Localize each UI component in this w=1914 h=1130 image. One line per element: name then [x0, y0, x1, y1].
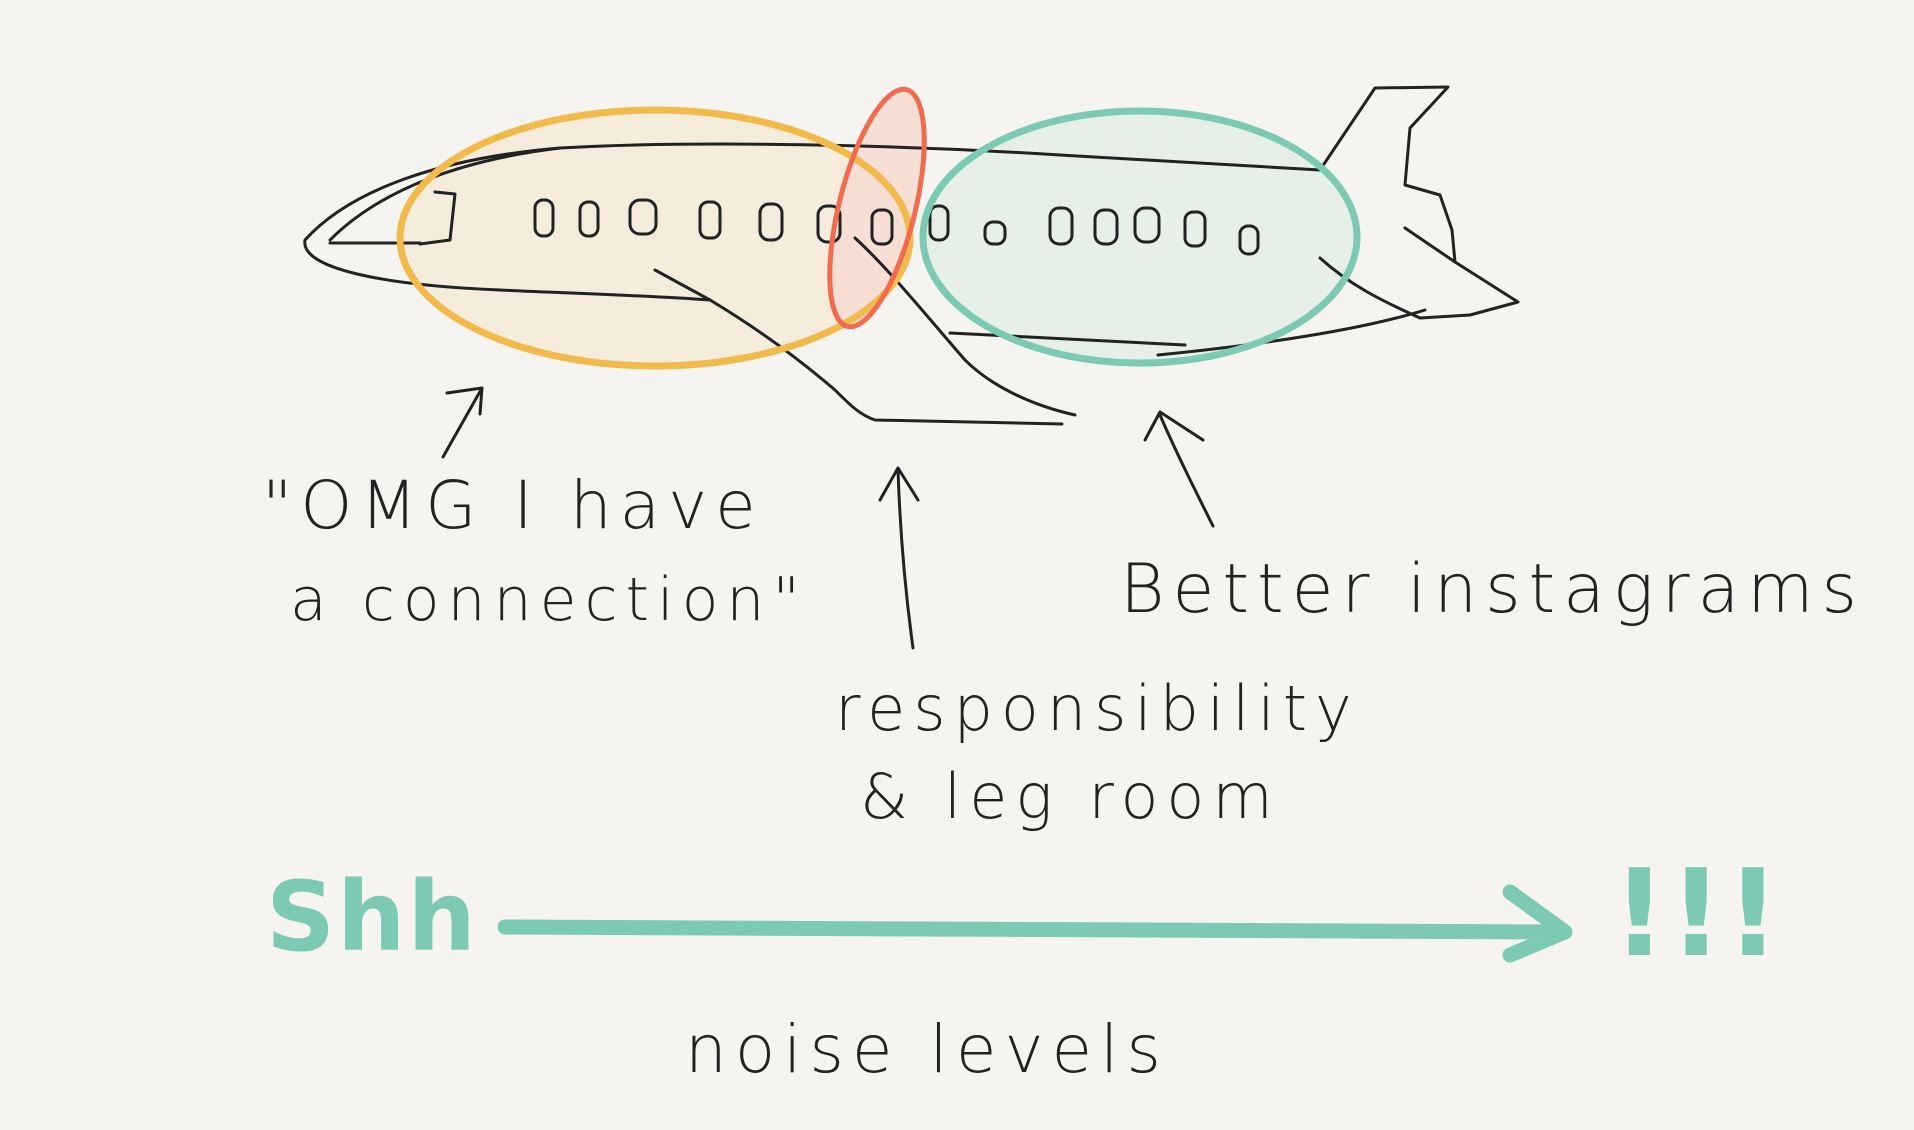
noise-scale: Shh !!! noise levels: [266, 845, 1782, 1088]
window: [870, 208, 894, 246]
label-connection-line2: a connection": [290, 565, 808, 635]
tail-fin: [1318, 85, 1457, 264]
zone-outlines: [396, 86, 1361, 370]
label-connection-line1: "OMG I have: [262, 467, 764, 544]
back-zone-pointer-icon: [1143, 410, 1215, 528]
tail-stabilizer: [1318, 226, 1520, 320]
middle-zone-outline: [827, 86, 927, 330]
window: [1133, 206, 1161, 244]
label-instagrams: Better instagrams: [1120, 550, 1865, 629]
front-zone-pointer-icon: [441, 386, 484, 459]
label-responsibility-line1: responsibility: [835, 672, 1360, 745]
scale-arrow-icon: [497, 884, 1573, 963]
fuselage-top: [328, 142, 1322, 242]
window-row: [533, 198, 1260, 256]
window: [1183, 210, 1207, 248]
window: [1093, 208, 1119, 246]
window: [983, 220, 1007, 246]
front-zone-fill: [400, 110, 910, 366]
fuselage-bottom: [948, 331, 1187, 347]
scale-axis-label: noise levels: [685, 1011, 1169, 1088]
label-responsibility-line2: & leg room: [860, 760, 1281, 833]
middle-zone-pointer-icon: [878, 466, 920, 650]
back-zone-fill: [923, 111, 1357, 363]
scale-low-label: Shh: [266, 861, 478, 973]
window: [816, 204, 842, 244]
window: [533, 198, 555, 238]
cockpit-window: [418, 190, 457, 246]
window: [758, 202, 784, 242]
zone-fills: [400, 89, 1357, 366]
window: [928, 204, 950, 242]
wing: [653, 268, 1064, 426]
window: [1048, 206, 1074, 246]
fuselage-bottom-rear: [1156, 308, 1427, 357]
wing-leading-edge: [853, 236, 1077, 417]
window: [1238, 224, 1260, 256]
window: [628, 198, 658, 236]
airplane-sketch-icon: [303, 85, 1520, 426]
window: [578, 200, 600, 238]
scale-high-label: !!!: [1612, 845, 1782, 984]
back-zone-outline: [919, 107, 1361, 367]
zone-labels: "OMG I have a connection" responsibility…: [262, 467, 1865, 833]
fuselage-nose: [303, 146, 712, 302]
pointer-arrows: [441, 386, 1215, 650]
window: [698, 200, 722, 240]
